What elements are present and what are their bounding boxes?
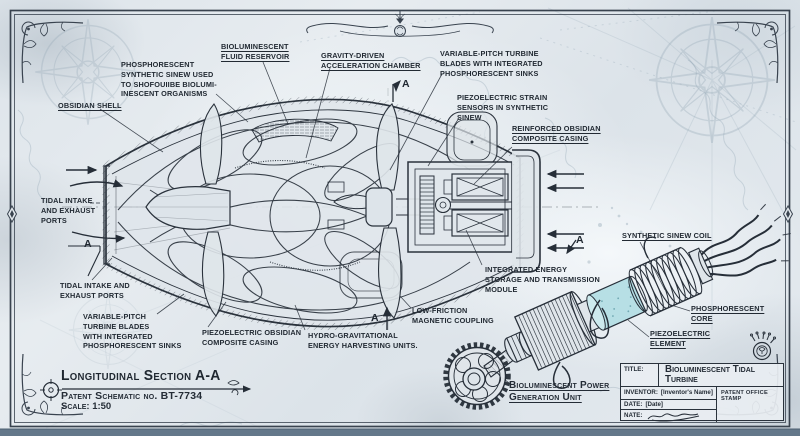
drawing-scale: Scale: 1:50	[61, 401, 112, 412]
title-decoration	[40, 331, 776, 401]
generator-module	[407, 149, 541, 273]
section-flag-top	[392, 80, 401, 102]
label-phosphorescent-sinew: PHOSPHORESCENT SYNTHETIC SINEW USED TO S…	[121, 60, 217, 99]
right-border-ornament	[783, 205, 793, 223]
top-flourish	[306, 10, 494, 37]
sinew-coil-shape	[628, 246, 703, 317]
stamp-seal	[750, 331, 776, 361]
patent-office-stamp-cell: PATENT OFFICE STAMP	[721, 389, 768, 402]
section-marker-bottom: A	[371, 312, 379, 324]
label-fluid-reservoir: BIOLUMINESCENT FLUID RESERVOIR	[221, 42, 290, 61]
inventor-value: [Inventor's Name]	[660, 389, 713, 397]
date-value: [Date]	[645, 400, 663, 408]
label-variable-pitch-top: VARIABLE-PITCH TURBINE BLADES WITH INTEG…	[440, 49, 543, 78]
bottom-strip	[0, 429, 800, 436]
label-integrated-energy: INTEGRATED ENERGY STORAGE AND TRANSMISSI…	[485, 265, 600, 294]
turbine-cross-section	[62, 88, 600, 334]
generation-unit-caption: Bioluminescent Power Generation Unit	[509, 380, 610, 403]
label-reinforced-casing: REINFORCED OBSIDIAN COMPOSITE CASING	[512, 124, 601, 143]
patent-number: Patent Schematic no. BT-7734	[61, 390, 203, 402]
section-marker-left: A	[84, 238, 92, 250]
section-markers	[68, 80, 577, 277]
heading-arrow	[62, 380, 252, 396]
label-phosphorescent-core: PHOSPHORESCENT CORE	[691, 304, 765, 323]
section-marker-right: A	[576, 234, 584, 246]
label-piezoelectric-strain: PIEZOELECTRIC STRAIN SENSORS IN SYNTHETI…	[457, 93, 549, 122]
flow-arrows	[66, 165, 584, 330]
turbine-rotor	[327, 103, 420, 319]
section-line-left	[68, 202, 101, 277]
label-tidal-ports-lower: TIDAL INTAKE AND EXHAUST PORTS	[60, 281, 130, 300]
label-obsidian-shell: OBSIDIAN SHELL	[58, 101, 122, 110]
generation-unit-drawing	[443, 203, 791, 410]
left-border-ornament	[7, 205, 17, 223]
nose-cone	[145, 186, 231, 230]
output-wires	[700, 214, 781, 277]
label-piezoelectric-obsidian: PIEZOELECTRIC OBSIDIAN COMPOSITE CASING	[202, 328, 302, 347]
drawing-title: Longitudinal Section A-A	[61, 368, 221, 384]
title-label: TITLE:	[621, 364, 659, 386]
section-arrow-right	[566, 239, 577, 255]
label-hydro-gravitational: HYDRO-GRAVITATIONAL ENERGY HARVESTING UN…	[308, 331, 418, 350]
sprocket-gear	[443, 342, 511, 410]
section-marker-top: A	[402, 78, 410, 90]
label-sinew-coil: SYNTHETIC SINEW COIL	[622, 231, 712, 240]
coil-box-lower	[443, 209, 509, 237]
label-variable-pitch-bottom: VARIABLE-PITCH TURBINE BLADES WITH INTEG…	[83, 312, 182, 351]
title-block: TITLE: Bioluminescent Tidal Turbine INVE…	[620, 363, 784, 422]
label-gravity-chamber: GRAVITY-DRIVEN ACCELERATION CHAMBER	[321, 51, 421, 70]
label-low-friction: LOW-FRICTION MAGNETIC COUPLING	[412, 306, 494, 325]
date-label: DATE:	[624, 400, 643, 408]
signature	[648, 412, 700, 422]
label-piezoelectric-element: PIEZOELECTRIC ELEMENT	[650, 329, 711, 348]
compass-icon	[40, 379, 62, 401]
nate-label: NATE:	[624, 412, 643, 420]
title-value: Bioluminescent Tidal Turbine	[665, 364, 756, 386]
inventor-label: INVENTOR:	[624, 389, 658, 397]
label-tidal-ports-upper: TIDAL INTAKE AND EXHAUST PORTS	[41, 196, 96, 225]
border-frame	[7, 9, 793, 428]
coil-box-upper	[443, 173, 509, 201]
